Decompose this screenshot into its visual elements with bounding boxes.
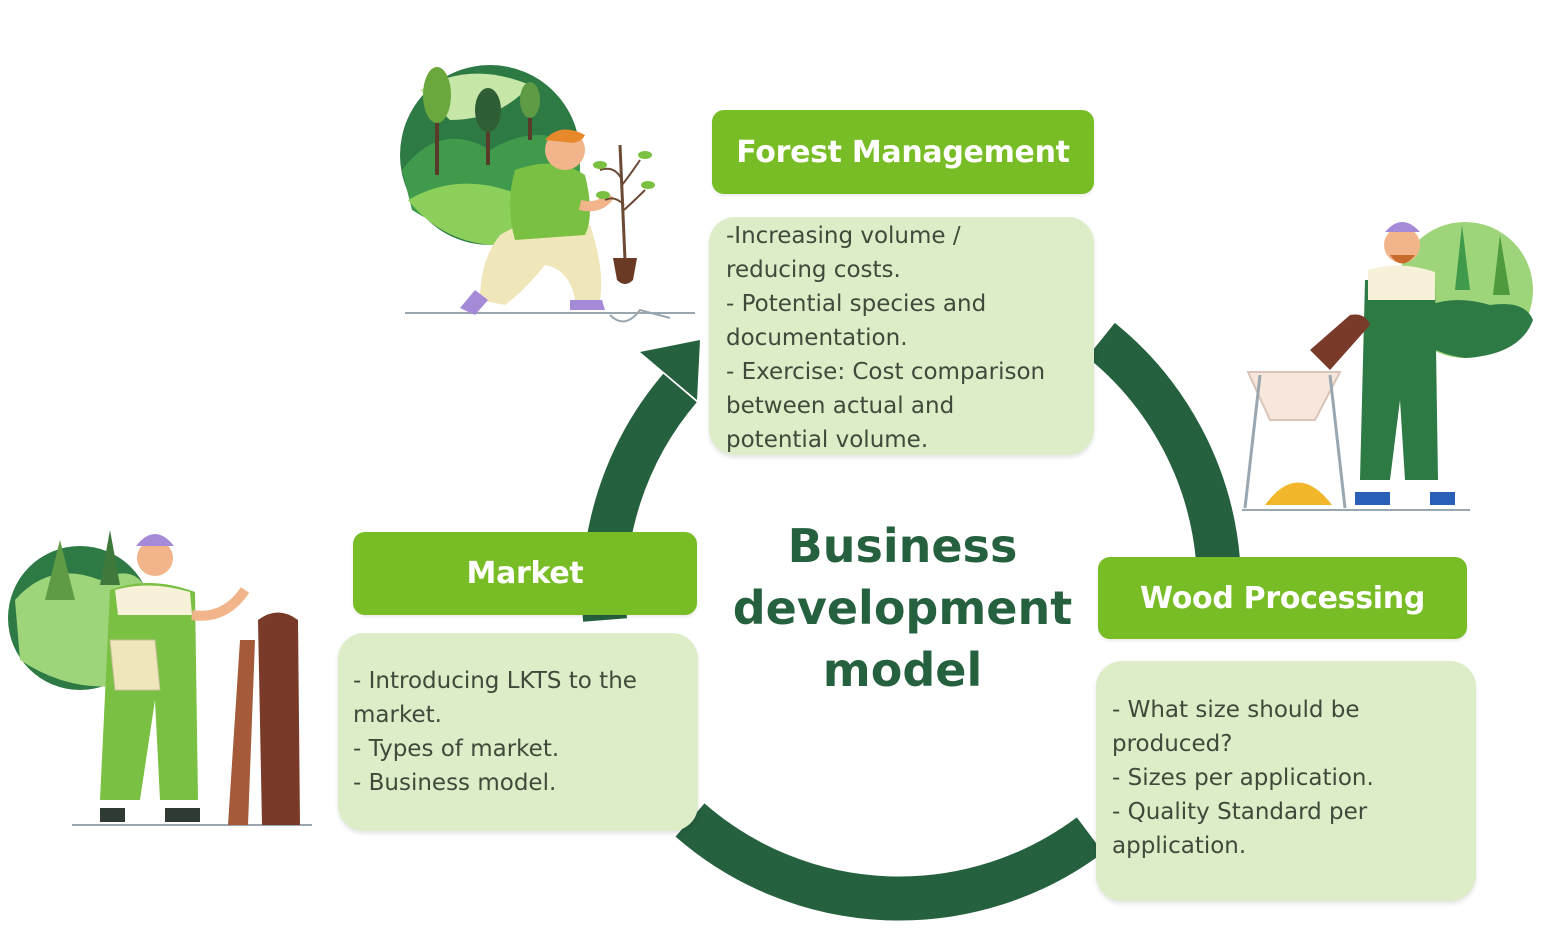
center-title-line: development (732, 581, 1073, 635)
detail-line: - Introducing LKTS to the (353, 668, 637, 694)
detail-line: - Business model. (353, 770, 557, 796)
planting-person-icon (400, 65, 695, 323)
detail-line: reducing costs. (726, 257, 901, 283)
center-title: Business development model (720, 515, 1085, 701)
log-processing-person-icon (1242, 222, 1533, 511)
detail-line: market. (353, 702, 442, 728)
detail-line: -Increasing volume / (726, 223, 961, 249)
cycle-arrowhead (640, 340, 700, 400)
wood-processing-details: - What size should be produced? - Sizes … (1096, 661, 1476, 901)
forest-management-title: Forest Management (712, 110, 1094, 194)
detail-line: - Quality Standard per (1112, 799, 1368, 825)
wood-processing-title: Wood Processing (1098, 557, 1467, 639)
detail-line: produced? (1112, 731, 1233, 757)
detail-line: application. (1112, 833, 1247, 859)
detail-line: - Types of market. (353, 736, 560, 762)
detail-line: - Sizes per application. (1112, 765, 1374, 791)
detail-line: documentation. (726, 325, 908, 351)
detail-line: - What size should be (1112, 697, 1360, 723)
market-person-icon (8, 530, 312, 826)
center-title-line: model (822, 643, 983, 697)
detail-line: - Exercise: Cost comparison (726, 359, 1046, 385)
market-title: Market (353, 532, 697, 615)
center-title-line: Business (787, 519, 1018, 573)
market-details: - Introducing LKTS to the market. - Type… (338, 633, 698, 831)
detail-line: between actual and (726, 393, 955, 419)
detail-line: potential volume. (726, 427, 929, 453)
detail-line: - Potential species and (726, 291, 987, 317)
forest-management-details: -Increasing volume / reducing costs. - P… (709, 217, 1094, 455)
